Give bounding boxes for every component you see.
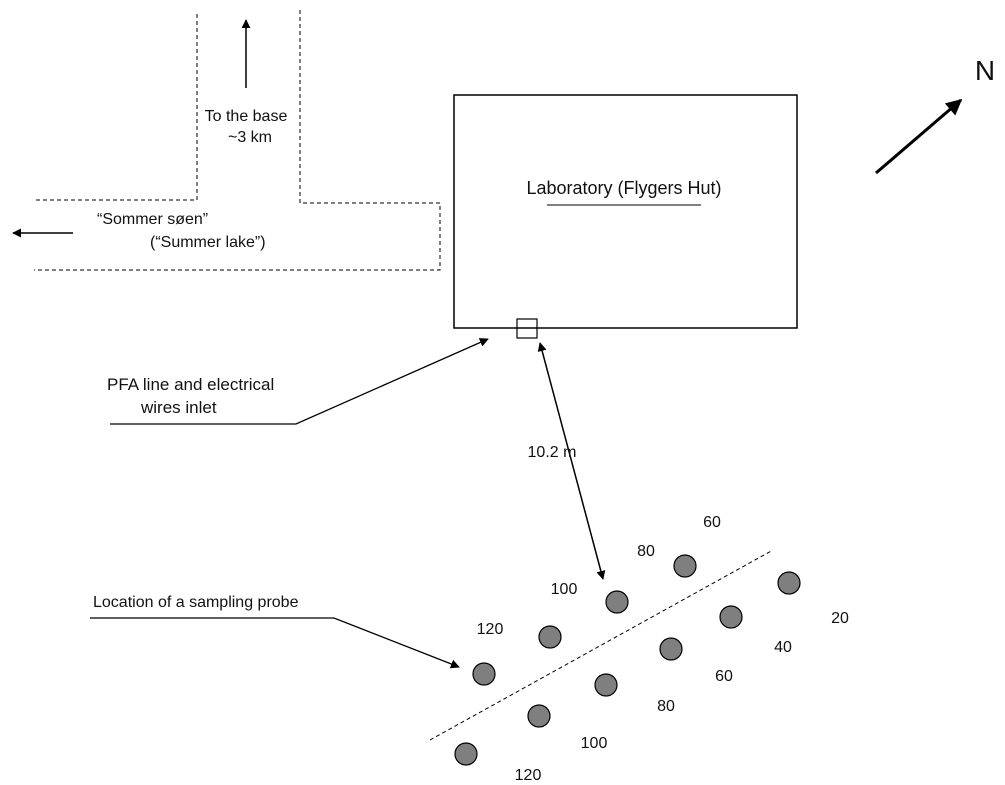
probe-lower-100 (527, 704, 551, 728)
probe-row-divider (429, 549, 774, 741)
probe-lower-label-120: 120 (515, 767, 542, 784)
distance-label: 10.2 m (528, 444, 577, 461)
base-label-line1: To the base (205, 108, 288, 125)
probe-upper-label-100: 100 (551, 581, 578, 598)
probe-upper-label-60: 60 (703, 514, 721, 531)
probe-upper-100 (538, 625, 562, 649)
probe-callout-label: Location of a sampling probe (93, 594, 299, 611)
north-arrow-icon (875, 98, 963, 175)
probe-leader-arrow (90, 617, 460, 669)
lake-label-line2: (“Summer lake”) (150, 234, 266, 251)
distance-arrow (537, 342, 606, 580)
probe-upper-60 (673, 554, 697, 578)
inlet-label-line2: wires inlet (140, 398, 217, 417)
road-outline (34, 10, 441, 271)
laboratory-title: Laboratory (Flygers Hut) (526, 178, 721, 198)
probe-lower-row (454, 571, 801, 766)
laboratory-building (453, 94, 798, 329)
lake-label-line1: “Sommer søen” (97, 211, 208, 228)
probe-upper-label-80: 80 (637, 543, 655, 560)
road-left-edge (34, 14, 198, 201)
probe-upper-label-120: 120 (477, 621, 504, 638)
north-label: N (975, 55, 995, 86)
inlet-label-line1: PFA line and electrical (107, 375, 274, 394)
probe-upper-120 (472, 662, 496, 686)
probe-lower-label-80: 80 (657, 698, 675, 715)
probe-lower-label-100: 100 (581, 735, 608, 752)
probe-lower-label-40: 40 (774, 639, 792, 656)
probe-upper-row (472, 554, 697, 686)
probe-lower-label-20: 20 (831, 610, 849, 627)
probe-lower-80 (594, 673, 618, 697)
probe-lower-40 (719, 605, 743, 629)
base-label-line2: ~3 km (228, 129, 272, 146)
probe-upper-80 (605, 590, 629, 614)
probe-lower-120 (454, 742, 478, 766)
probe-lower-label-60: 60 (715, 668, 733, 685)
probe-lower-60 (659, 637, 683, 661)
road-right-edge (34, 10, 441, 271)
inlet-leader-arrow (110, 338, 489, 425)
probe-lower-20 (777, 571, 801, 595)
inlet-marker (516, 318, 538, 339)
